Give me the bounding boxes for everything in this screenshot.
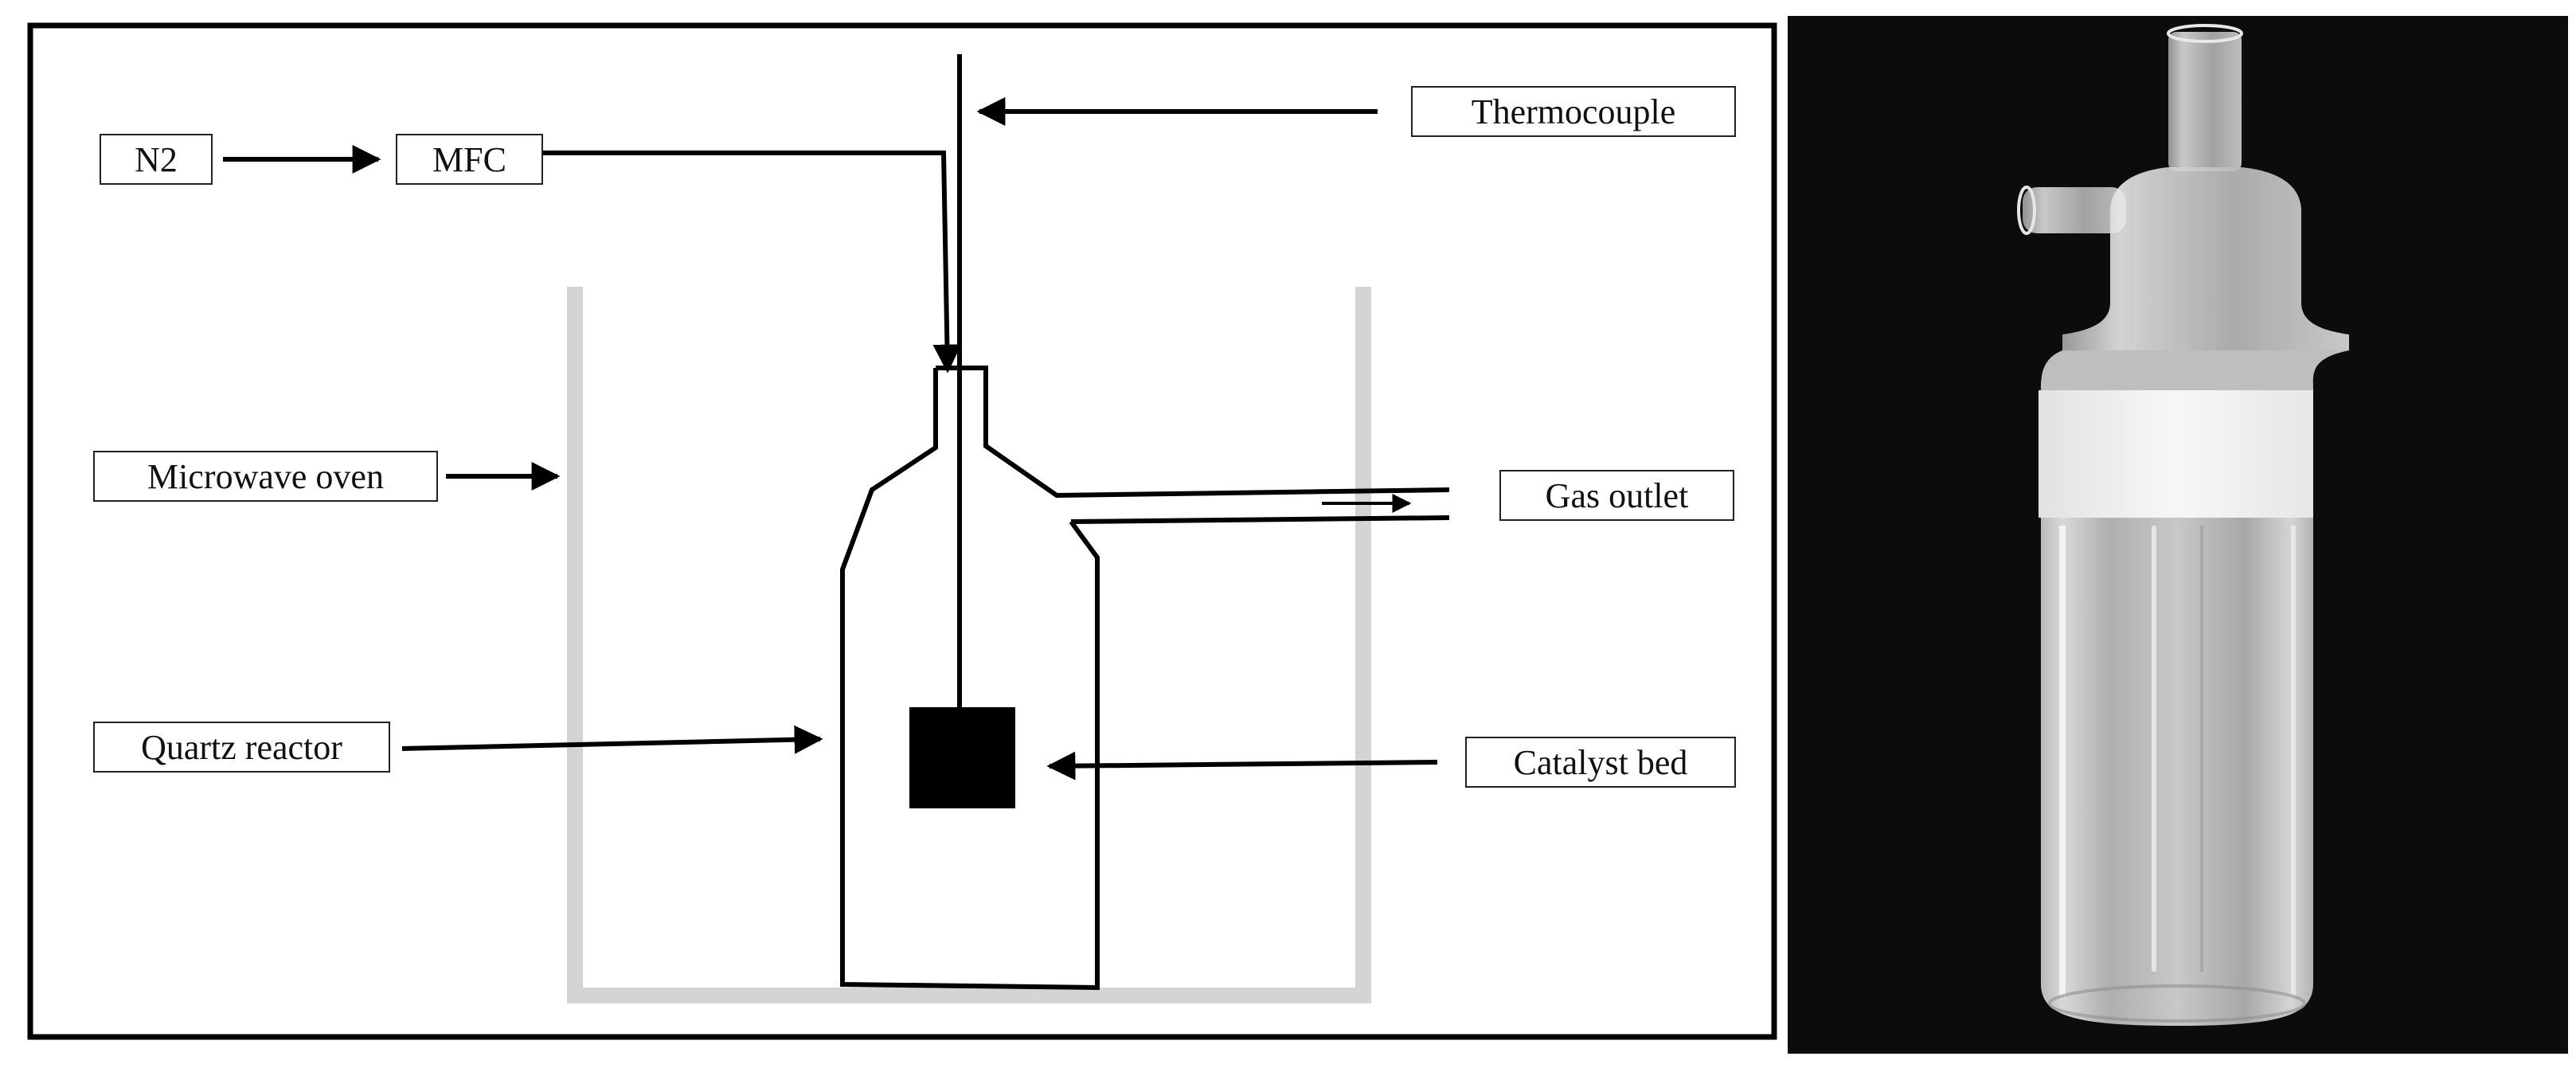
mfc-gas-line — [543, 151, 962, 374]
vessel-side-arm — [2023, 187, 2126, 233]
vessel-main-body — [2041, 518, 2313, 1026]
thermocouple-label: Thermocouple — [1411, 86, 1736, 137]
n2-label: N2 — [100, 134, 213, 185]
catalyst-bed-block — [909, 707, 1015, 808]
catalyst-bed-label: Catalyst bed — [1465, 737, 1736, 788]
vessel-shoulder — [2041, 350, 2349, 398]
schematic-diagram — [27, 22, 1777, 1040]
vessel-white-band — [2039, 390, 2313, 518]
vessel-top-tube — [2168, 32, 2242, 171]
quartz-reactor-outline — [840, 366, 1450, 991]
diagram-frame — [27, 22, 1777, 1040]
microwave-oven-label: Microwave oven — [93, 451, 438, 502]
mfc-label: MFC — [396, 134, 543, 185]
gas-outlet-label: Gas outlet — [1499, 470, 1734, 521]
vessel-upper-bulb — [2062, 167, 2349, 350]
quartz-reactor-label: Quartz reactor — [93, 722, 390, 773]
microwave-oven-walls — [567, 287, 1371, 1003]
quartz-reactor-pointer — [401, 725, 823, 754]
reactor-photo — [1788, 16, 2568, 1054]
catalyst-bed-pointer — [1046, 751, 1438, 780]
